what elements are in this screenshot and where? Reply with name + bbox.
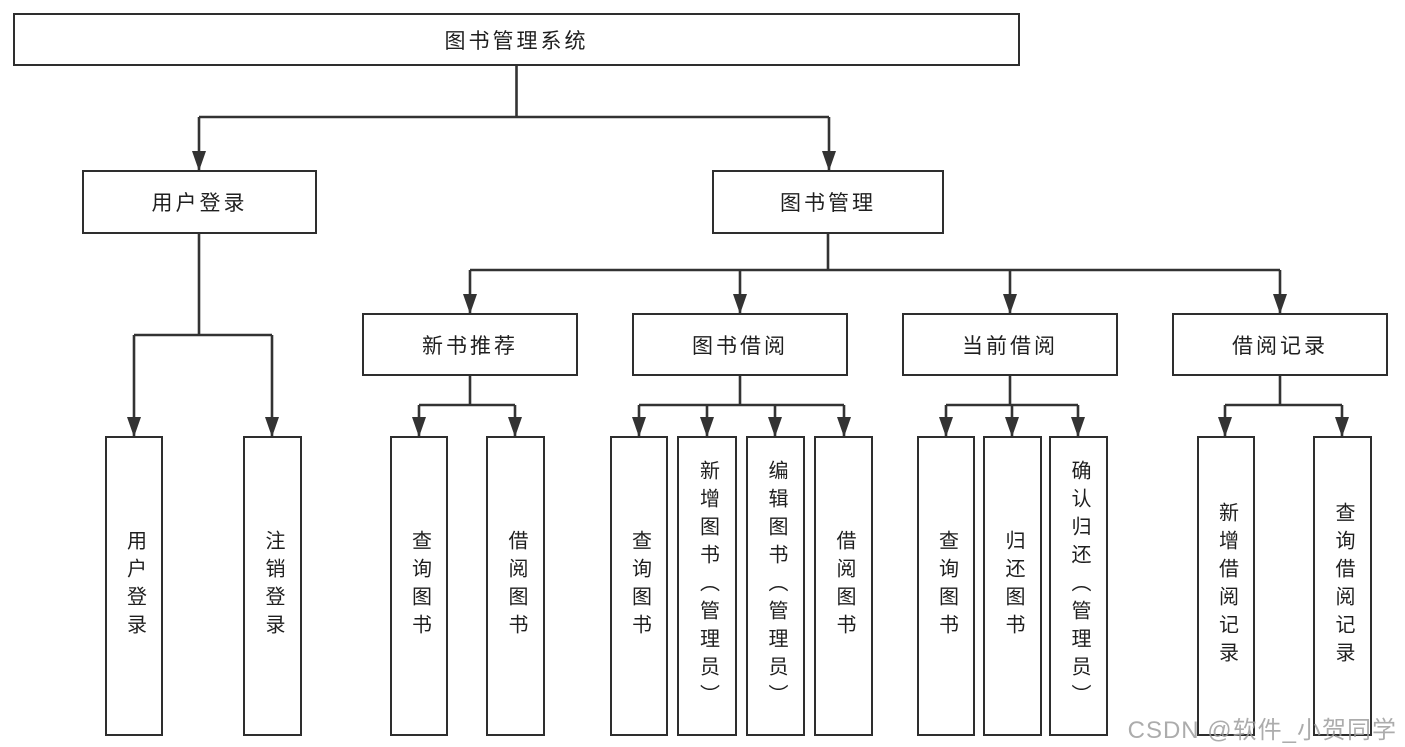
node-label: 查询图书 (408, 530, 431, 642)
node-label: 借阅图书 (833, 530, 855, 642)
node-leaf-bb-edit-books-admin: 编辑图书（管理员） (746, 436, 805, 736)
node-new-book-recommend: 新书推荐 (362, 313, 578, 376)
node-label: 查询借阅记录 (1332, 502, 1354, 670)
node-leaf-cb-confirm-return-admin: 确认归还（管理员） (1049, 436, 1108, 736)
node-borrow-record: 借阅记录 (1172, 313, 1388, 376)
node-book-management-system: 图书管理系统 (13, 13, 1020, 66)
node-leaf-bb-add-books-admin: 新增图书（管理员） (677, 436, 737, 736)
node-label: 借阅图书 (505, 530, 527, 642)
node-label: 确认归还（管理员） (1068, 460, 1090, 712)
node-label: 图书管理 (780, 192, 876, 215)
node-label: 编辑图书（管理员） (765, 460, 787, 712)
node-label: 新增借阅记录 (1215, 502, 1238, 670)
node-label: 归还图书 (1002, 530, 1024, 642)
node-label: 查询图书 (628, 530, 651, 642)
node-book-borrow: 图书借阅 (632, 313, 848, 376)
watermark-text: CSDN @软件_小贺同学 (1127, 717, 1397, 744)
node-label: 图书借阅 (692, 334, 788, 358)
node-label: 新增图书（管理员） (696, 460, 719, 712)
tree-edges (127, 66, 1349, 437)
node-label: 新书推荐 (422, 334, 518, 358)
node-leaf-nbr-borrow-books: 借阅图书 (486, 436, 545, 736)
node-leaf-bb-query-books: 查询图书 (610, 436, 668, 736)
node-book-management: 图书管理 (712, 170, 944, 234)
node-leaf-cb-query-books: 查询图书 (917, 436, 975, 736)
node-user-login: 用户登录 (82, 170, 317, 234)
node-leaf-br-query-record: 查询借阅记录 (1313, 436, 1372, 736)
node-leaf-bb-borrow-books: 借阅图书 (814, 436, 873, 736)
node-label: 当前借阅 (962, 334, 1058, 358)
node-leaf-user-login: 用户登录 (105, 436, 163, 736)
node-label: 图书管理系统 (444, 29, 589, 53)
node-label: 用户登录 (151, 192, 248, 215)
node-label: 注销登录 (262, 530, 284, 642)
node-leaf-logout: 注销登录 (243, 436, 302, 736)
node-current-borrow: 当前借阅 (902, 313, 1118, 376)
node-leaf-cb-return-books: 归还图书 (983, 436, 1042, 736)
node-leaf-nbr-query-books: 查询图书 (390, 436, 448, 736)
node-label: 用户登录 (123, 530, 146, 642)
node-label: 查询图书 (935, 530, 958, 642)
node-leaf-br-add-record: 新增借阅记录 (1197, 436, 1255, 736)
node-label: 借阅记录 (1232, 334, 1328, 358)
